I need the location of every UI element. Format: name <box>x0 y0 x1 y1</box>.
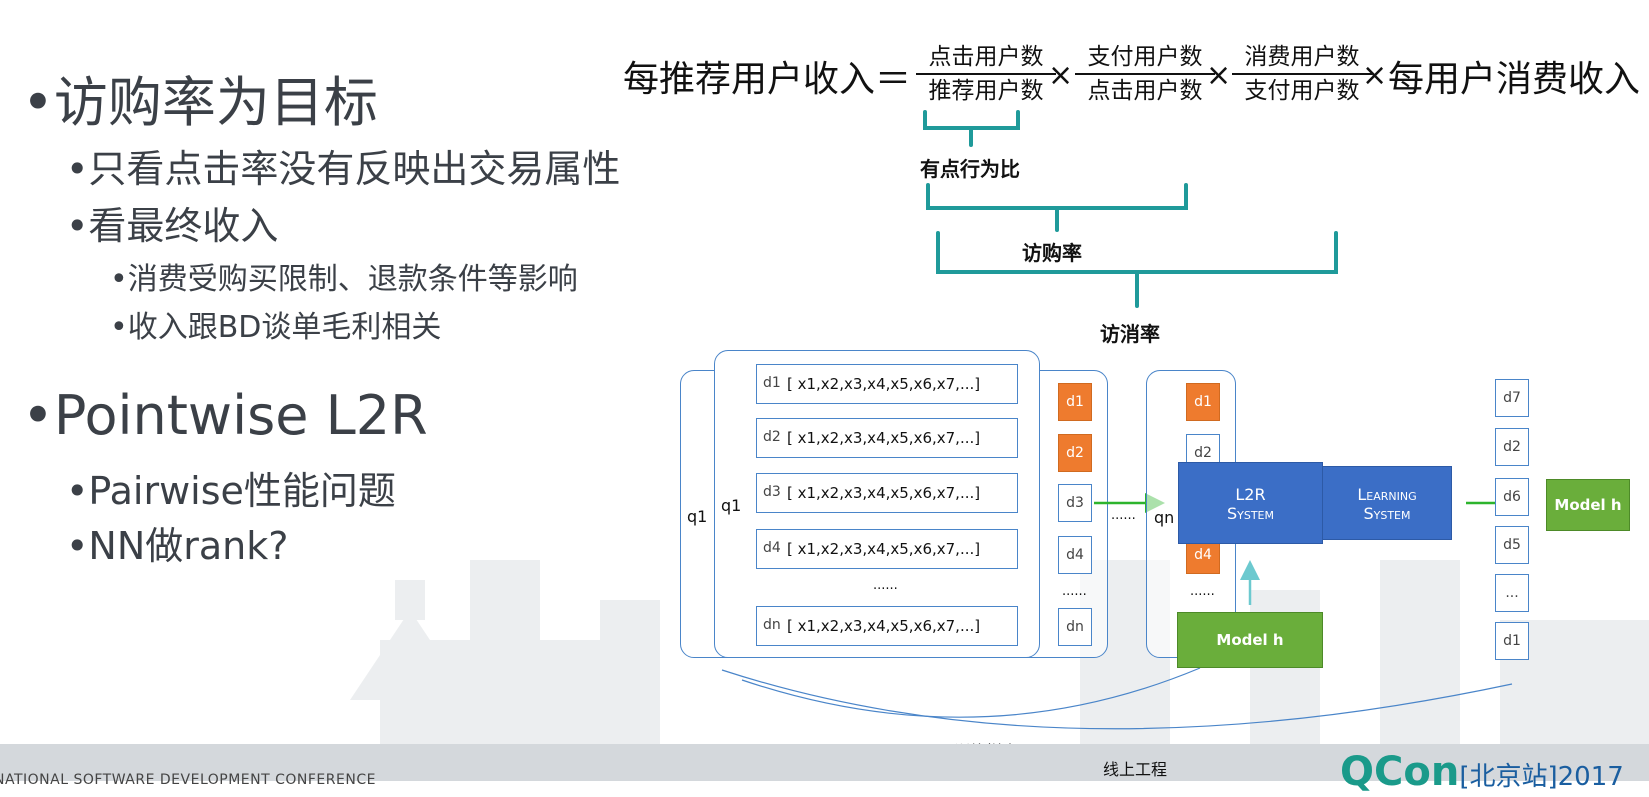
diagram-arrows <box>721 493 1513 730</box>
brace-1 <box>923 110 1020 147</box>
row-features: [ x1,x2,x3,x4,x5,x6,x7,...] <box>787 540 981 558</box>
learning-system-subtitle: System <box>1363 504 1411 523</box>
row-features: [ x1,x2,x3,x4,x5,x6,x7,...] <box>787 429 981 447</box>
times-sign-1: × <box>1048 58 1074 93</box>
formula-tail: 每用户消费收入 <box>1388 59 1641 100</box>
feature-row-d2: d2 [ x1,x2,x3,x4,x5,x6,x7,...] <box>756 418 1018 458</box>
qn-label-d1: d1 <box>1186 383 1220 421</box>
feature-row-d3: d3 [ x1,x2,x3,x4,x5,x6,x7,...] <box>756 473 1018 513</box>
q-outer-label: q1 <box>687 507 708 526</box>
footer-bar <box>0 744 1649 781</box>
feature-row-d4: d4 [ x1,x2,x3,x4,x5,x6,x7,...] <box>756 529 1018 569</box>
feature-row-dn: dn [ x1,x2,x3,x4,x5,x6,x7,...] <box>756 606 1018 646</box>
label-dn: dn <box>1058 608 1092 646</box>
brace-3 <box>936 231 1338 308</box>
qn-ellipsis: ...... <box>1111 508 1136 523</box>
l2r-system-box: L2R System <box>1178 462 1323 544</box>
label-d4: d4 <box>1058 536 1092 574</box>
formula-lhs: 每推荐用户收入＝ <box>623 59 912 100</box>
curve-online <box>721 669 1513 730</box>
label-d1: d1 <box>1058 383 1092 421</box>
bullet-l3-1: •收入跟BD谈单毛利相关 <box>110 310 442 345</box>
qn-label: qn <box>1154 508 1175 527</box>
l2r-system-subtitle: System <box>1226 504 1275 523</box>
brace-3-label: 访消率 <box>1100 322 1160 346</box>
fraction-1-bar <box>916 73 1056 75</box>
row-doc-id: d4 <box>763 540 781 556</box>
times-sign-3: × <box>1362 58 1388 93</box>
curve-train <box>741 667 1201 718</box>
row-doc-id: dn <box>763 617 781 633</box>
row-features: [ x1,x2,x3,x4,x5,x6,x7,...] <box>787 484 981 502</box>
brace-2 <box>926 183 1188 232</box>
model-h-box-bottom: Model h <box>1177 612 1323 668</box>
qcon-logo: QCon[北京站]2017 <box>1340 752 1624 797</box>
qcon-logo-text: QCon <box>1340 749 1460 795</box>
ranked-ellipsis: ... <box>1495 574 1529 612</box>
fraction-3-numerator: 消费用户数 <box>1244 44 1360 70</box>
brace-1-label: 有点行为比 <box>920 157 1020 181</box>
row-features: [ x1,x2,x3,x4,x5,x6,x7,...] <box>787 375 981 393</box>
fraction-2-bar <box>1075 73 1215 75</box>
braces <box>923 110 1338 308</box>
bullet-l1-0: •访购率为目标 <box>22 71 378 134</box>
qcon-logo-suffix: [北京站]2017 <box>1459 762 1624 792</box>
bullet-l2-2: •Pairwise性能问题 <box>66 469 396 513</box>
footer-conference-text: NATIONAL SOFTWARE DEVELOPMENT CONFERENCE <box>0 772 376 788</box>
bullet-l1-1: •Pointwise L2R <box>22 384 428 447</box>
label-ellipsis: ...... <box>1062 584 1087 599</box>
model-h-box-right: Model h <box>1546 479 1630 531</box>
fraction-2: 支付用户数 点击用户数 <box>1075 42 1215 106</box>
ranked-d2: d2 <box>1495 428 1529 466</box>
brace-2-label: 访购率 <box>1022 241 1082 265</box>
bullet-l2-1: •看最终收入 <box>66 204 279 248</box>
times-sign-2: × <box>1206 58 1232 93</box>
row-doc-id: d1 <box>763 375 781 391</box>
caption-online-engineering: 线上工程 <box>1103 760 1168 779</box>
row-features: [ x1,x2,x3,x4,x5,x6,x7,...] <box>787 617 981 635</box>
fraction-2-denominator: 点击用户数 <box>1087 78 1203 104</box>
bullet-l3-0: •消费受购买限制、退款条件等影响 <box>110 262 578 297</box>
ranked-d5: d5 <box>1495 526 1529 564</box>
learning-system-box: Learning System <box>1322 466 1452 540</box>
ranked-d6: d6 <box>1495 478 1529 516</box>
bullet-l2-0: •只看点击率没有反映出交易属性 <box>66 147 621 191</box>
ranked-d1: d1 <box>1495 622 1529 660</box>
fraction-1-denominator: 推荐用户数 <box>928 78 1044 104</box>
learning-system-title: Learning <box>1357 485 1417 504</box>
bullet-l2-3: •NN做rank? <box>66 524 289 568</box>
fraction-2-numerator: 支付用户数 <box>1087 44 1203 70</box>
ranked-d7: d7 <box>1495 379 1529 417</box>
label-d2: d2 <box>1058 434 1092 472</box>
fraction-1-numerator: 点击用户数 <box>928 44 1044 70</box>
label-d3: d3 <box>1058 484 1092 522</box>
q-inner-label: q1 <box>721 496 742 515</box>
fraction-3-denominator: 支付用户数 <box>1244 78 1360 104</box>
feature-row-d1: d1 [ x1,x2,x3,x4,x5,x6,x7,...] <box>756 364 1018 404</box>
qn-col-ellipsis: ...... <box>1190 584 1215 599</box>
l2r-system-title: L2R <box>1235 485 1266 504</box>
row-doc-id: d3 <box>763 484 781 500</box>
fraction-3: 消费用户数 支付用户数 <box>1232 42 1372 106</box>
fraction-1: 点击用户数 推荐用户数 <box>916 42 1056 106</box>
row-doc-id: d2 <box>763 429 781 445</box>
fraction-3-bar <box>1232 73 1372 75</box>
rows-ellipsis: ...... <box>873 578 898 593</box>
